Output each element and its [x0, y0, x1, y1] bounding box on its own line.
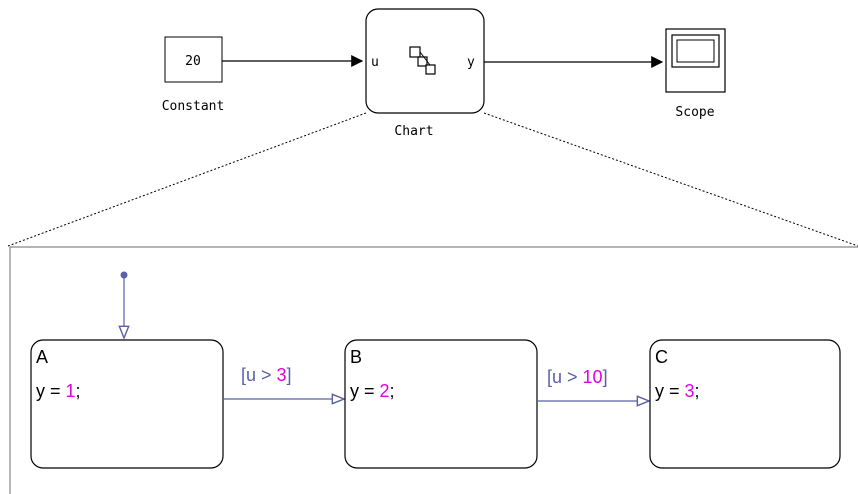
scope-screen-icon [671, 34, 720, 68]
scope-label: Scope [675, 105, 714, 120]
state-b-action: y = 2; [350, 381, 395, 401]
state-a[interactable]: A y = 1; [30, 339, 224, 469]
zoom-line-right [483, 112, 858, 247]
transition-a-to-b-guard[interactable]: [u > 3] [241, 365, 292, 385]
default-transition[interactable] [121, 271, 128, 339]
state-c-action: y = 3; [655, 381, 700, 401]
zoom-line-left [7, 112, 367, 247]
constant-block[interactable]: 20 [164, 36, 223, 83]
chart-block[interactable]: u y [365, 8, 485, 114]
stateflow-chart-icon [409, 46, 436, 75]
transition-b-to-c-guard[interactable]: [u > 10] [547, 367, 608, 387]
state-b-name: B [350, 347, 362, 367]
state-b[interactable]: B y = 2; [344, 339, 538, 469]
constant-value: 20 [185, 54, 201, 69]
scope-block[interactable] [665, 28, 726, 93]
state-a-name: A [36, 347, 48, 367]
state-c-name: C [655, 347, 668, 367]
constant-label: Constant [162, 99, 225, 114]
state-c[interactable]: C y = 3; [649, 339, 841, 469]
stateflow-chart-frame [9, 246, 858, 494]
state-a-action: y = 1; [36, 381, 81, 401]
chart-label: Chart [394, 124, 433, 139]
chart-output-port-label: y [467, 55, 475, 70]
chart-input-port-label: u [371, 55, 379, 70]
